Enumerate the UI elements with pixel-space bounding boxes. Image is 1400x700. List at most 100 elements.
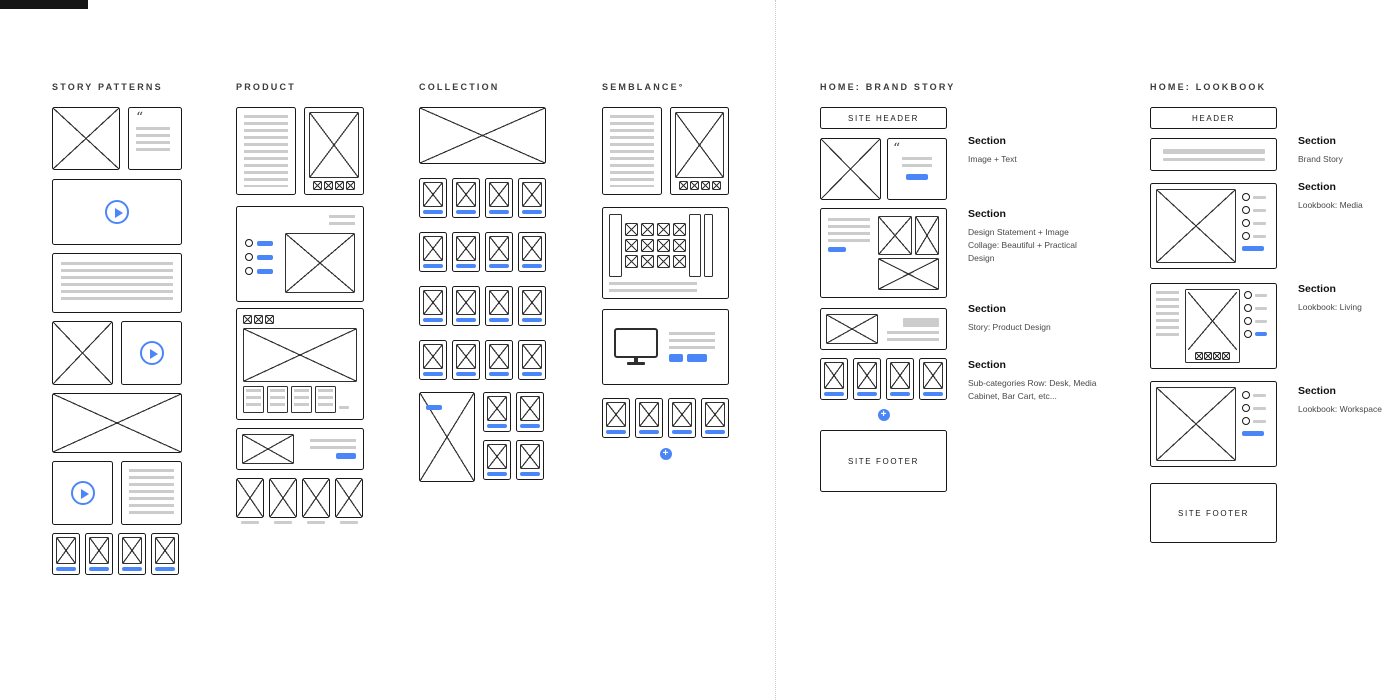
- radio-icon: [1242, 206, 1250, 214]
- annotation-desc: Lookbook: Living: [1298, 302, 1362, 312]
- hotspot-row: [1242, 219, 1271, 227]
- thumb-icon: [678, 181, 688, 190]
- annotation-label: Section: [1298, 385, 1336, 397]
- annotation-label: Section: [968, 208, 1006, 220]
- image-collage: [878, 216, 939, 290]
- annotation-desc: Lookbook: Workspace: [1298, 404, 1382, 414]
- cta-bar: [522, 372, 542, 376]
- swatch-icon: [625, 223, 638, 236]
- thumb-strip: [309, 181, 359, 190]
- caption-bar: [274, 521, 292, 524]
- thumbnail-card: [518, 178, 546, 218]
- radio-icon: [1242, 417, 1250, 425]
- image-placeholder-wide: [52, 393, 182, 453]
- annotation-design-statement: Section Design Statement + Image Collage…: [968, 208, 1100, 266]
- site-header-wire: SITE HEADER: [820, 107, 947, 129]
- image-placeholder: [423, 236, 443, 261]
- thumbnail-card: [452, 232, 480, 272]
- panel-bar: [609, 214, 622, 277]
- text-block: [602, 107, 662, 195]
- thumb-icon: [689, 181, 699, 190]
- annotation-label: Section: [1298, 135, 1336, 147]
- image-placeholder: [705, 402, 725, 427]
- thumb-strip: [1188, 352, 1237, 360]
- cta-bar: [423, 210, 443, 214]
- product-gallery-block: [236, 308, 364, 420]
- story-block: [820, 308, 947, 350]
- image-placeholder: [923, 362, 943, 389]
- swatch-icon: [625, 255, 638, 268]
- lookbook-media-block: [1150, 183, 1277, 269]
- panel-bar: [704, 214, 713, 277]
- image-placeholder: [1188, 292, 1237, 350]
- image-placeholder: [302, 478, 330, 518]
- text-lines: [610, 115, 654, 187]
- radio-icon: [1242, 404, 1250, 412]
- annotation-image-text: Section Image + Text: [968, 135, 1100, 166]
- image-placeholder: [675, 112, 724, 178]
- thumbnail-card: [419, 286, 447, 326]
- thumbnail-card: [701, 398, 729, 438]
- device-text-block: [602, 309, 729, 385]
- cta-bar: [890, 392, 910, 396]
- cta-bar: [522, 264, 542, 268]
- thumbnail-card: [516, 440, 544, 480]
- thumbnail-card: [419, 340, 447, 380]
- text-cta: [886, 317, 941, 341]
- image-placeholder: [489, 290, 509, 315]
- thumb-icon: [1213, 352, 1221, 360]
- collage-body: [609, 214, 722, 277]
- thumbnail-card: [118, 533, 146, 575]
- column-title-lookbook: HOME: LOOKBOOK: [1150, 82, 1267, 92]
- image-placeholder: [672, 402, 692, 427]
- image-placeholder: [487, 396, 507, 421]
- image-placeholder: [423, 182, 443, 207]
- hotspot-list: [1244, 289, 1271, 363]
- hotspot-row: [1242, 417, 1271, 425]
- card-row: [52, 533, 179, 575]
- cta-bar: [520, 472, 540, 476]
- column-semblance: SEMBLANCE°: [602, 82, 729, 460]
- image-placeholder: [878, 216, 912, 255]
- video-placeholder: [52, 461, 113, 525]
- swatch-icon: [657, 223, 670, 236]
- option-row: [245, 239, 273, 247]
- cta-bar: [423, 318, 443, 322]
- radio-icon: [1242, 232, 1250, 240]
- radio-icon: [245, 267, 253, 275]
- design-collage-block: [820, 208, 947, 298]
- quote-icon: “: [136, 110, 144, 126]
- annotation-label: Section: [1298, 181, 1336, 193]
- cta-bar: [672, 430, 692, 434]
- thumb-icon: [346, 181, 355, 190]
- cta-bar: [520, 424, 540, 428]
- monitor-icon: [614, 327, 658, 358]
- image-placeholder: [309, 112, 359, 178]
- image-placeholder: [285, 233, 355, 293]
- hotspot-row: [1244, 317, 1271, 325]
- thumbnail-card: [485, 286, 513, 326]
- image-placeholder: [52, 107, 120, 170]
- thumbnail-card: [518, 286, 546, 326]
- cta-bar: [824, 392, 844, 396]
- pattern-image-video: [52, 321, 182, 385]
- cta-bar: [155, 567, 175, 571]
- image-placeholder: [456, 290, 476, 315]
- plus-icon: +: [877, 409, 890, 421]
- image-placeholder: [606, 402, 626, 427]
- plus-icon: +: [659, 448, 672, 460]
- label-bar: [1253, 208, 1266, 212]
- label-bar: [1253, 221, 1266, 225]
- hotspot-row: [1242, 391, 1271, 399]
- hotspot-row: [1244, 330, 1271, 338]
- swatch-icon: [673, 255, 686, 268]
- image-placeholder: [639, 402, 659, 427]
- swatch-icon: [657, 239, 670, 252]
- statement-text: [828, 216, 872, 290]
- cta-bar: [456, 264, 476, 268]
- thumbnail-card: [886, 358, 914, 400]
- cta-bar: [606, 430, 626, 434]
- thumb-icon: [243, 315, 252, 324]
- radio-icon: [1244, 317, 1252, 325]
- more-indicator: +: [820, 409, 947, 421]
